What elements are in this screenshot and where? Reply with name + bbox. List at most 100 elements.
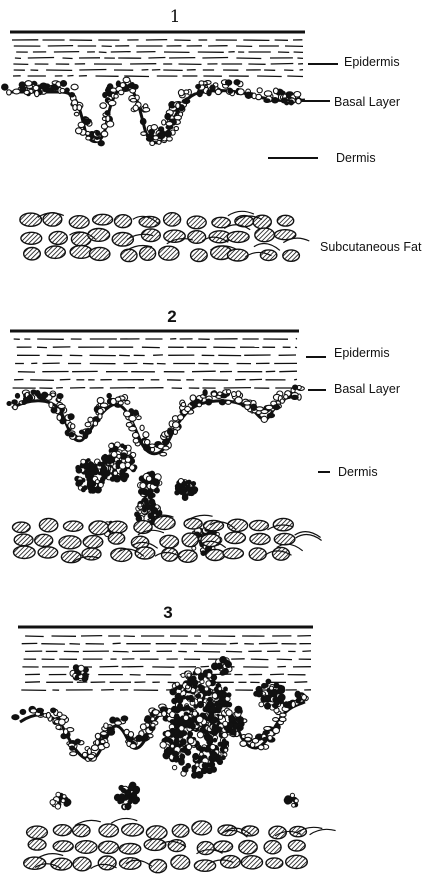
fat-cell	[12, 522, 30, 532]
tumor-cell	[197, 732, 203, 738]
basal-cell	[210, 85, 215, 91]
tumor-cell	[62, 795, 66, 799]
fat-cell	[144, 839, 166, 850]
epidermis-stroke	[25, 636, 44, 637]
epidermis-strokes	[13, 339, 297, 389]
basal-cell	[244, 401, 251, 405]
tumor-cell	[165, 731, 171, 737]
basal-cell	[12, 715, 19, 720]
fat-cell	[146, 826, 167, 840]
fat-cell	[255, 228, 275, 242]
basal-cell	[51, 708, 56, 713]
epidermis-stroke	[277, 659, 292, 660]
fat-cell	[53, 841, 73, 852]
fat-cell	[172, 824, 189, 837]
epidermis-stroke	[113, 643, 121, 644]
basal-cell	[2, 84, 8, 90]
tumor-cell	[138, 503, 142, 507]
tumor-cell	[180, 739, 186, 745]
fat-cell	[108, 533, 124, 545]
tumor-cell	[149, 499, 155, 505]
tumor-cell	[121, 476, 127, 482]
tumor-cell	[114, 475, 121, 482]
tumor-cell	[210, 752, 217, 759]
basal-cell	[291, 395, 298, 399]
basal-cell	[206, 399, 212, 405]
connective-fiber	[111, 818, 137, 823]
fat-cell	[63, 521, 82, 531]
fat-cell	[192, 821, 212, 835]
basal-cell	[185, 407, 191, 412]
fat-cell	[134, 521, 152, 534]
tumor-cell	[101, 469, 106, 474]
basal-cell	[100, 103, 107, 109]
tumor-cell	[173, 719, 178, 724]
basal-cell	[302, 695, 307, 701]
basal-cell	[273, 718, 279, 722]
basal-cell	[73, 105, 77, 111]
basal-cell	[273, 88, 278, 94]
basal-cell	[98, 141, 104, 146]
fat-cell	[164, 213, 181, 226]
fat-cell	[266, 858, 283, 868]
basal-cell	[257, 88, 262, 93]
basal-cell	[25, 81, 32, 86]
tumor-cell	[87, 480, 94, 487]
basal-cell	[165, 131, 172, 137]
fat-cell	[140, 247, 156, 261]
fat-cell	[225, 532, 246, 543]
basal-cell	[178, 415, 184, 420]
tumor-cell	[55, 804, 60, 809]
basal-cell	[42, 392, 48, 397]
tumor-cell	[125, 457, 130, 462]
basal-cell	[196, 84, 201, 88]
basal-cell	[136, 735, 143, 741]
basal-cell	[98, 408, 104, 414]
basal-cell	[87, 749, 91, 755]
fat-cell	[45, 246, 65, 258]
tumor-cell	[120, 469, 125, 474]
basal-cell	[273, 727, 280, 733]
fat-cell	[73, 825, 90, 837]
panel-3: 3	[12, 603, 336, 873]
fat-cell	[14, 534, 33, 546]
basal-cell	[76, 128, 82, 134]
basal-cell	[7, 402, 11, 406]
epidermis-stroke	[236, 58, 261, 59]
fat-cell	[250, 520, 269, 530]
tumor-cell	[203, 673, 208, 678]
basal-cell	[226, 401, 231, 405]
panel-1: 1 Epidermis Basal Layer Dermis Subcutane…	[2, 7, 422, 262]
fat-cell	[112, 233, 133, 247]
fat-cell	[39, 518, 57, 531]
tumor-cell	[221, 671, 226, 676]
fat-cell	[260, 250, 276, 261]
fat-cell	[197, 842, 214, 855]
tumor-cell	[98, 483, 103, 488]
basal-cell	[261, 416, 267, 422]
fat-cell	[182, 533, 198, 547]
fat-cell	[27, 826, 48, 838]
tumor-cell	[185, 705, 190, 710]
fat-cell	[88, 229, 110, 242]
epidermis-stroke	[279, 371, 297, 372]
basal-cell	[149, 444, 155, 448]
tumor-cell	[151, 493, 155, 497]
basal-cell	[144, 734, 148, 740]
basal-cell	[124, 411, 131, 417]
basal-cell	[182, 99, 190, 103]
fat-cell	[121, 249, 137, 261]
basal-cell	[57, 712, 62, 717]
fat-cell	[83, 536, 103, 548]
basal-cell	[280, 399, 284, 403]
basal-cell	[252, 93, 256, 99]
tumor-cell	[182, 481, 187, 486]
basal-cell	[133, 438, 139, 443]
tumor-cell	[117, 454, 121, 458]
tumor-cell	[224, 748, 228, 752]
epidermis-stroke	[202, 58, 228, 59]
basal-cell	[70, 752, 77, 756]
fat-cell	[223, 548, 243, 559]
basal-cell	[114, 94, 118, 98]
basal-cell	[264, 727, 271, 731]
